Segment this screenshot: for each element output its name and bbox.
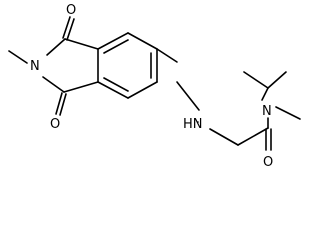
bond-c3-o-a — [55, 92, 63, 115]
atom-nh: HN — [183, 117, 203, 132]
bond-n-c1 — [46, 38, 66, 56]
benzene-ring-bonds — [97, 32, 158, 99]
bond-n-methyl — [8, 50, 28, 64]
bond-ch-me1 — [243, 71, 269, 89]
bond-c4-c5 — [127, 32, 158, 50]
bond-c7-c7a — [97, 81, 129, 99]
bond-c3-o-b — [59, 93, 67, 116]
bond-c1-o-b — [66, 18, 75, 41]
bond-inner-c7-c7a — [103, 77, 129, 92]
atom-o-amide: O — [263, 155, 273, 170]
bond-c3a-c4 — [97, 32, 129, 50]
atom-o-top: O — [66, 3, 76, 18]
bond-c3-c7a — [63, 81, 99, 93]
bond-ch-me2 — [267, 71, 287, 89]
side-chain-bonds — [156, 48, 301, 151]
bond-nh-ch2-real — [209, 128, 239, 146]
imide-ring-bonds — [8, 38, 99, 93]
nh-connectors — [176, 81, 200, 111]
molecule-structure-diagram: N O O HN N O — [8, 3, 301, 170]
atom-n-amide: N — [262, 104, 272, 119]
bond-n-ch — [261, 87, 269, 101]
imide-carbonyl-bonds — [55, 16, 75, 116]
bond-c6-c7 — [127, 81, 158, 99]
bond-c6ring-nh — [176, 81, 200, 111]
atom-o-bottom: O — [50, 117, 60, 132]
bond-c5-nh — [156, 48, 178, 63]
bond-n-methyl2 — [275, 106, 301, 120]
bond-n-c3 — [42, 76, 65, 93]
bond-c1-c3a — [64, 38, 99, 50]
bond-c1-o-a — [62, 16, 71, 39]
bond-inner-c3a-c4 — [103, 39, 129, 54]
bond-ch2-co — [237, 127, 269, 146]
atom-n-imide: N — [30, 59, 40, 74]
